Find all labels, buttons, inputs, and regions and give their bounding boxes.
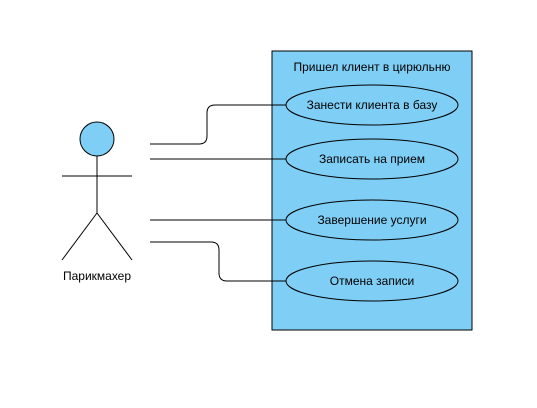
association-line-4 [150, 241, 288, 282]
use-case-4-label: Отмена записи [330, 274, 414, 288]
actor-figure [61, 121, 133, 261]
use-case-1-label: Занести клиента в базу [307, 98, 438, 112]
actor-head [79, 121, 115, 157]
use-case-2: Записать на прием [285, 138, 459, 180]
use-case-3-label: Завершение услуги [317, 213, 426, 227]
actor-left-leg [61, 212, 98, 261]
use-case-3-ellipse [285, 199, 459, 241]
use-case-2-ellipse [285, 138, 459, 180]
use-case-1-ellipse [285, 84, 459, 126]
actor-label: Парикмахер [63, 269, 131, 283]
use-case-3: Завершение услуги [285, 199, 459, 241]
use-case-4-ellipse [285, 260, 459, 302]
system-title: Пришел клиент в цирюльню [293, 60, 450, 74]
use-case-2-label: Записать на прием [319, 152, 425, 166]
association-line-1 [150, 104, 288, 145]
actor-right-leg [96, 212, 133, 261]
use-case-1: Занести клиента в базу [285, 84, 459, 126]
use-case-4: Отмена записи [285, 260, 459, 302]
